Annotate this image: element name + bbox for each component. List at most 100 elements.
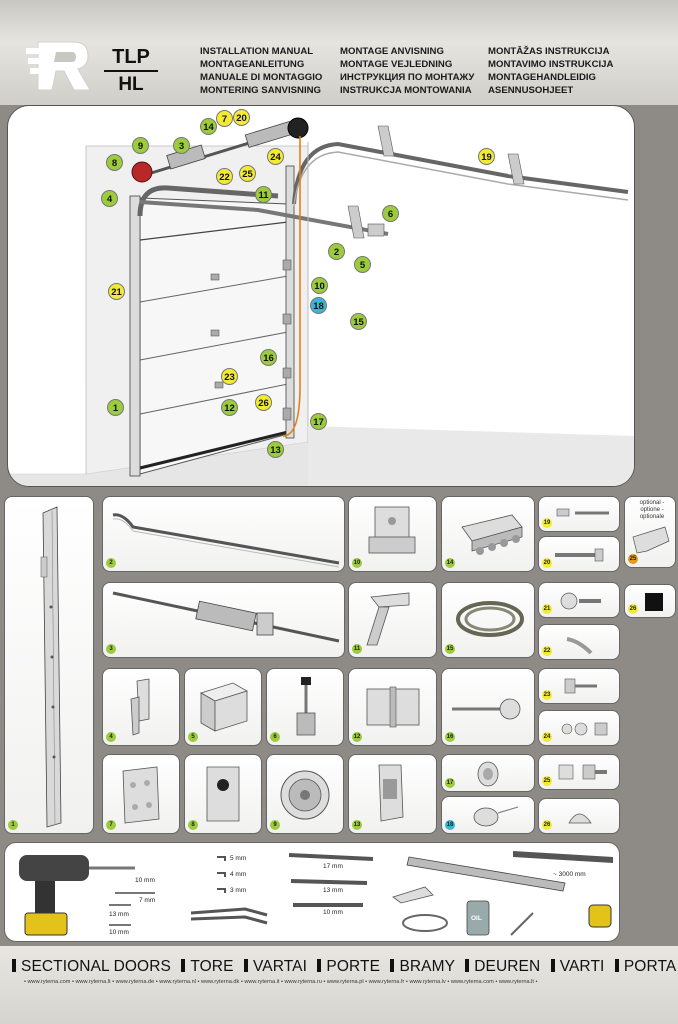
part-card-11: 11 [348,582,437,658]
category-label: TORE [190,958,234,975]
hex-key-size: 4 mm [230,871,247,878]
wrench-icon [288,853,374,907]
part-number: 11 [352,644,362,654]
callout-6: 6 [382,205,399,222]
title-se: MONTAGE ANVISNING [340,46,444,57]
part-card-21: 21 [538,582,620,618]
bushing-icon [477,761,499,787]
part-card-5: 5 [184,668,262,746]
callout-4: 4 [101,190,118,207]
drill-bit-size: 13 mm [109,911,129,918]
part-number: 25 [542,776,552,786]
title-it: MANUALE DI MONTAGGIO [200,72,323,83]
title-fi: ASENNUSOHJEET [488,85,574,96]
callout-26: 26 [255,394,272,411]
callout-12: 12 [221,399,238,416]
part-card-26-block: 26 [624,584,676,618]
part-number: 21 [542,604,552,614]
callout-3: 3 [173,137,190,154]
vertical-track-icon [40,506,62,828]
callout-19: 19 [478,148,495,165]
level-length: ~ 3000 mm [553,871,586,878]
part-number: 16 [445,732,455,742]
roller-icon [452,698,521,720]
manual-titles: INSTALLATION MANUAL MONTAGE ANVISNING MO… [200,45,670,97]
part-number: 7 [106,820,116,830]
website-links[interactable]: • www.ryterna.com • www.ryterna.lt • www… [24,979,538,985]
part-card-8: 8 [184,754,262,834]
wrench-size: 17 mm [323,863,343,870]
part-card-18: 18 [441,796,535,834]
part-card-16: 16 [441,668,535,746]
title-ru: ИНСТРУКЦИЯ ПО МОНТАЖУ [340,72,475,83]
torsion-spring-shaft-icon [112,591,340,643]
spring-bumper-icon [296,677,316,736]
nut-bolt-icon [558,764,607,780]
category-label: VARTAI [252,958,307,975]
separator-bar [317,959,322,972]
part-card-25: 25 [538,754,620,790]
part-number: 23 [542,690,552,700]
callout-1: 1 [107,399,124,416]
callout-11: 11 [255,186,272,203]
separator-bar [465,959,470,972]
part-card-6: 6 [266,668,344,746]
category-label: PORTE [326,958,381,975]
bearing-bracket-icon [206,766,240,822]
separator-bar [12,959,16,972]
part-number: 15 [445,644,455,654]
part-card-19: 19 [538,496,620,532]
mounting-plate-icon [122,766,160,824]
pliers-icon [190,907,268,925]
callout-10: 10 [311,277,328,294]
callout-13: 13 [267,441,284,458]
part-number: 14 [445,558,455,568]
horizontal-track-icon [112,513,340,568]
part-card-22: 22 [538,624,620,660]
separator-bar [550,959,555,972]
callout-17: 17 [310,413,327,430]
title-de: MONTAGEANLEITUNG [200,59,305,70]
spirit-level-icon [406,856,566,892]
callout-7: 7 [216,110,233,127]
angle-bracket-icon [366,592,410,646]
part-number: 3 [106,644,116,654]
callout-8: 8 [106,154,123,171]
model-name: TLP HL [104,46,158,95]
part-number: 4 [106,732,116,742]
washer-nut-icon [561,722,608,736]
middle-hinge-icon [366,686,420,728]
title-dk: MONTAGE VEJLEDNING [340,59,453,70]
shaft-coupling-icon [461,514,523,555]
assembly-diagram: 14 7 20 3 9 8 22 25 24 19 4 11 6 2 5 21 … [7,105,635,487]
cable-drum-icon [280,770,330,820]
part-number: 2 [106,558,116,568]
required-tools: 10 mm 7 mm 13 mm 10 mm 5 mm 4 mm 3 mm 17… [4,842,620,942]
part-number: 12 [352,732,362,742]
part-card-23: 23 [538,668,620,704]
callout-9: 9 [132,137,149,154]
bottom-bracket-icon [378,764,404,822]
hex-key-icon [217,856,226,893]
hex-key-size: 5 mm [230,855,247,862]
callout-22: 22 [216,168,233,185]
tools-drawing [19,851,613,936]
anchor-bolt-icon [556,508,609,517]
separator-bar [390,959,395,972]
model-divider [104,70,158,72]
part-card-1: 1 [4,496,94,834]
part-card-13: 13 [348,754,437,834]
part-card-15: 15 [441,582,535,658]
category-label: SECTIONAL DOORS [21,958,171,975]
wrench-size: 10 mm [323,909,343,916]
category-label: PORTA [623,958,676,975]
part-card-4: 4 [102,668,180,746]
header: TLP HL INSTALLATION MANUAL MONTAGE ANVIS… [0,0,678,105]
part-card-3: 3 [102,582,345,658]
part-number: 13 [352,820,362,830]
part-number: 8 [188,820,198,830]
title-lv: MONTĀŽAS INSTRUKCIJA [488,46,610,57]
separator-bar [614,959,619,972]
part-number: 26 [542,820,552,830]
separator-bar [243,959,248,972]
